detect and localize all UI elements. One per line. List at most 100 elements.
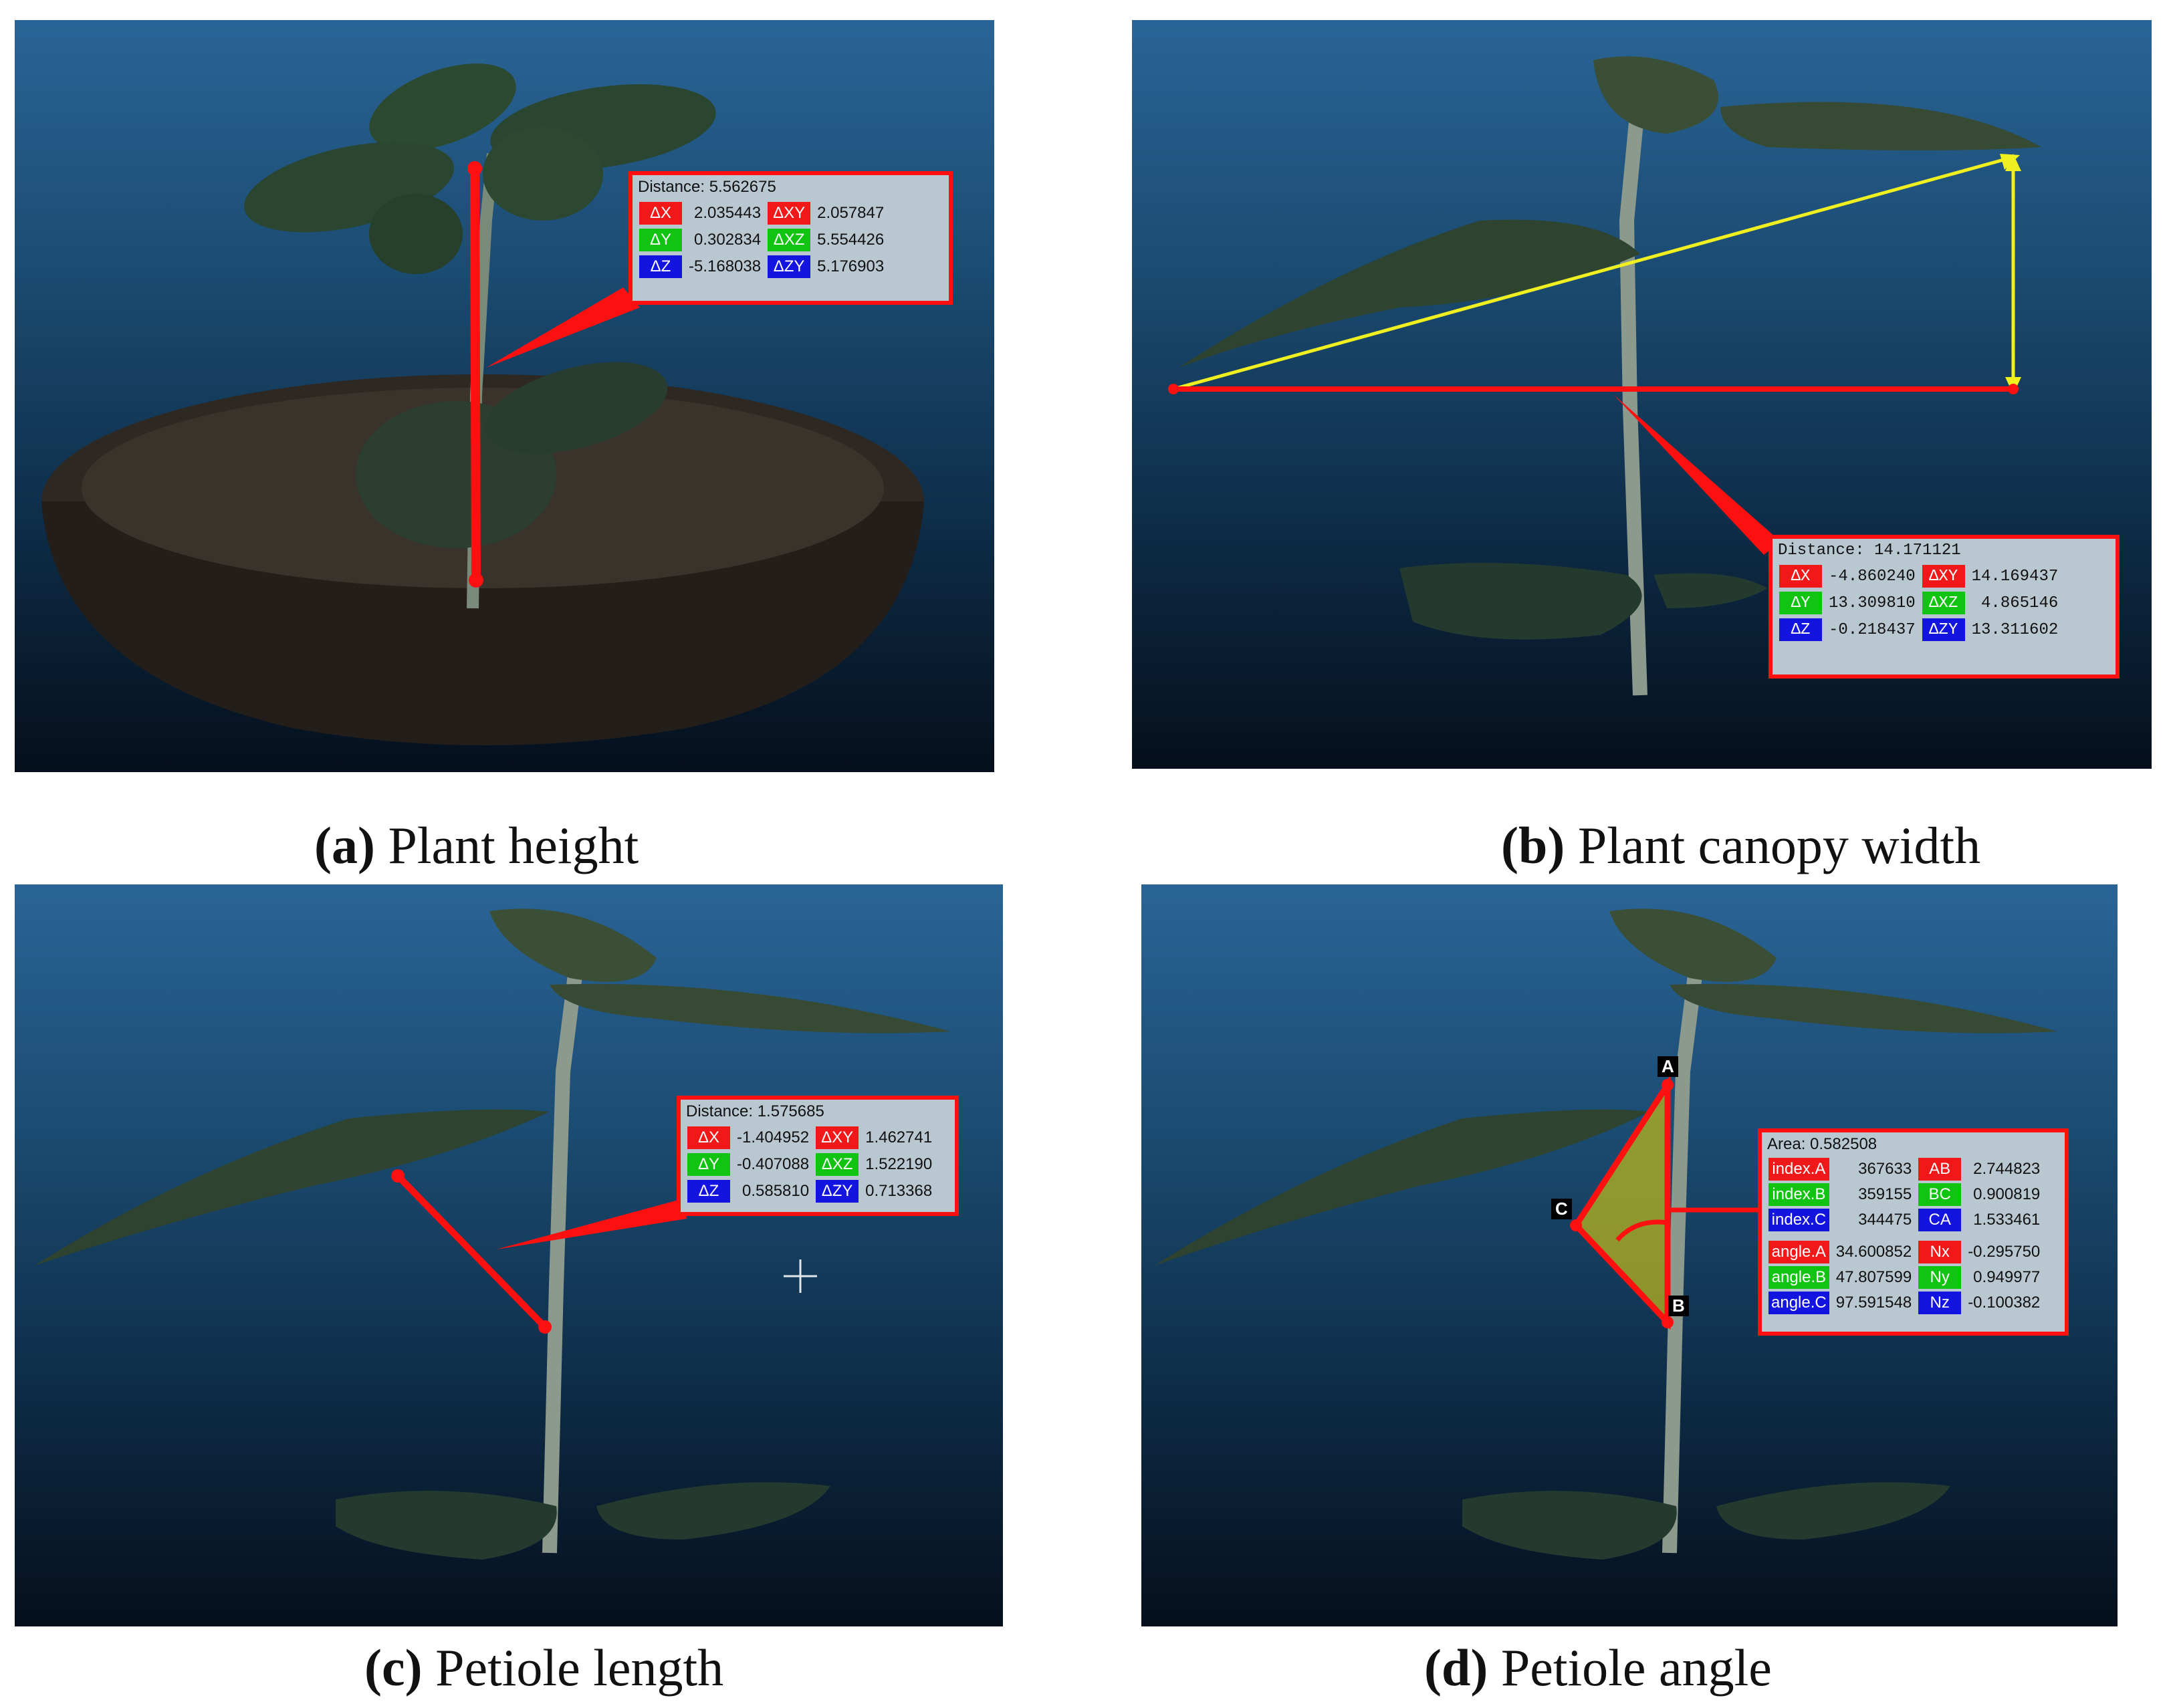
delta-table: ΔX 2.035443 ΔXY 2.057847 ΔY 0.302834 ΔXZ… <box>635 198 891 282</box>
table-row: index.A 367633 AB 2.744823 <box>1769 1158 2043 1181</box>
petiole-measure-line <box>395 1173 548 1330</box>
measure-point <box>538 1320 552 1334</box>
value-cell: 0.302834 <box>693 231 762 249</box>
value-cell: 0.713368 <box>865 1182 933 1200</box>
value-cell: 367633 <box>1858 1160 1912 1178</box>
vertex-a <box>1662 1079 1674 1091</box>
vertex-c <box>1570 1219 1582 1231</box>
key-cell: CA <box>1918 1209 1962 1231</box>
value-cell: 2.035443 <box>693 204 762 222</box>
point-cloud-scene <box>41 64 924 745</box>
key-cell: ΔZY <box>768 255 811 278</box>
table-row: angle.A 34.600852 Nx -0.295750 <box>1769 1241 2043 1263</box>
key-cell: ΔY <box>639 229 682 251</box>
key-cell: ΔX <box>687 1126 730 1149</box>
caption-text: Plant height <box>388 816 639 874</box>
measure-point-bottom <box>469 573 483 588</box>
area-title: Area: 0.582508 <box>1767 1135 1877 1153</box>
viewport-plant-height[interactable]: Distance: 5.562675 ΔX 2.035443 ΔXY 2.057… <box>15 20 994 772</box>
key-cell: ΔXZ <box>768 229 811 251</box>
table-row: ΔX -4.860240 ΔXY 14.169437 <box>1779 565 2061 588</box>
caption-tag: (b) <box>1501 816 1565 874</box>
caption-text: Plant canopy width <box>1577 816 1981 874</box>
measure-point <box>391 1169 405 1183</box>
table-row: ΔZ -5.168038 ΔZY 5.176903 <box>639 255 887 278</box>
value-cell: -5.168038 <box>689 257 762 275</box>
viewport-canopy-width[interactable]: Distance: 14.171121 ΔX -4.860240 ΔXY 14.… <box>1132 20 2152 769</box>
leaf <box>1155 1109 1649 1265</box>
key-cell: angle.B <box>1769 1266 1829 1289</box>
value-cell: 1.533461 <box>1973 1211 2041 1229</box>
table-row: ΔZ 0.585810 ΔZY 0.713368 <box>687 1180 935 1203</box>
key-cell: ΔX <box>1779 565 1822 588</box>
value-cell: -0.100382 <box>1968 1294 2041 1312</box>
leaf <box>1462 1491 1677 1560</box>
angle-arc <box>1615 1219 1668 1242</box>
value-cell: 97.591548 <box>1835 1294 1912 1312</box>
caption-c: (c) Petiole length <box>364 1638 723 1698</box>
value-cell: 0.585810 <box>742 1182 810 1200</box>
leaf <box>550 983 951 1033</box>
key-cell: ΔZ <box>1779 618 1822 641</box>
value-cell: -1.404952 <box>737 1128 810 1146</box>
table-separator <box>1769 1234 2043 1238</box>
triangle-table: index.A 367633 AB 2.744823 index.B 35915… <box>1764 1155 2047 1317</box>
key-cell: Nz <box>1918 1292 1962 1314</box>
leaf <box>1179 219 1640 368</box>
vertex-label-c: C <box>1551 1199 1572 1219</box>
stem <box>1662 963 1704 1554</box>
point-cloud-scene <box>1155 908 2057 1560</box>
stem <box>1619 79 1647 696</box>
key-cell: ΔZ <box>687 1180 730 1203</box>
triangle-label-box[interactable]: Area: 0.582508 index.A 367633 AB 2.74482… <box>1758 1128 2069 1336</box>
measure-point <box>2008 384 2019 394</box>
key-cell: ΔZY <box>816 1180 859 1203</box>
key-cell: Nx <box>1918 1241 1962 1263</box>
value-cell: 1.522190 <box>865 1155 933 1173</box>
distance-title: Distance: 1.575685 <box>686 1102 824 1120</box>
key-cell: ΔXY <box>768 202 811 225</box>
caption-tag: (a) <box>314 816 375 874</box>
key-cell: ΔXY <box>816 1126 859 1149</box>
value-cell: 13.311602 <box>1971 620 2059 639</box>
caption-tag: (d) <box>1424 1638 1488 1697</box>
leaf <box>489 908 657 982</box>
value-cell: -0.407088 <box>737 1155 810 1173</box>
distance-label-box[interactable]: Distance: 5.562675 ΔX 2.035443 ΔXY 2.057… <box>629 171 953 305</box>
value-cell: 359155 <box>1858 1185 1912 1203</box>
table-row: ΔY 13.309810 ΔXZ 4.865146 <box>1779 592 2061 614</box>
value-cell: 4.865146 <box>1981 594 2059 612</box>
table-row: ΔX 2.035443 ΔXY 2.057847 <box>639 202 887 225</box>
value-cell: 5.554426 <box>817 231 885 249</box>
key-cell: BC <box>1918 1183 1962 1206</box>
vertex-label-a: A <box>1658 1056 1678 1077</box>
key-cell: index.C <box>1769 1209 1829 1231</box>
viewport-petiole-length[interactable]: Distance: 1.575685 ΔX -1.404952 ΔXY 1.46… <box>15 884 1003 1626</box>
point-cloud-scene <box>1168 56 2041 696</box>
caption-text: Petiole angle <box>1500 1638 1772 1697</box>
leaf <box>1720 102 2041 150</box>
value-cell: 2.057847 <box>817 204 885 222</box>
value-cell: 34.600852 <box>1835 1243 1912 1261</box>
caption-tag: (c) <box>364 1638 423 1697</box>
table-row: angle.C 97.591548 Nz -0.100382 <box>1769 1292 2043 1314</box>
table-row: ΔX -1.404952 ΔXY 1.462741 <box>687 1126 935 1149</box>
delta-table: ΔX -1.404952 ΔXY 1.462741 ΔY -0.407088 Δ… <box>683 1122 939 1207</box>
key-cell: AB <box>1918 1158 1962 1181</box>
viewport-petiole-angle[interactable]: A B C Area: 0.582508 index.A 367633 AB 2… <box>1141 884 2118 1626</box>
key-cell: ΔY <box>687 1153 730 1176</box>
value-cell: -4.860240 <box>1829 567 1916 586</box>
table-row: ΔZ -0.218437 ΔZY 13.311602 <box>1779 618 2061 641</box>
value-cell: -0.218437 <box>1829 620 1916 639</box>
key-cell: ΔZY <box>1922 618 1965 641</box>
table-row: index.B 359155 BC 0.900819 <box>1769 1183 2043 1206</box>
leaf <box>596 1482 830 1540</box>
value-cell: -0.295750 <box>1968 1243 2041 1261</box>
label-leader <box>1613 394 1781 555</box>
vertex-label-b: B <box>1668 1296 1689 1316</box>
distance-label-box[interactable]: Distance: 1.575685 ΔX -1.404952 ΔXY 1.46… <box>677 1096 959 1216</box>
distance-label-box[interactable]: Distance: 14.171121 ΔX -4.860240 ΔXY 14.… <box>1769 535 2120 679</box>
key-cell: ΔXZ <box>1922 592 1965 614</box>
key-cell: ΔZ <box>639 255 682 278</box>
leaf <box>1399 563 1642 640</box>
